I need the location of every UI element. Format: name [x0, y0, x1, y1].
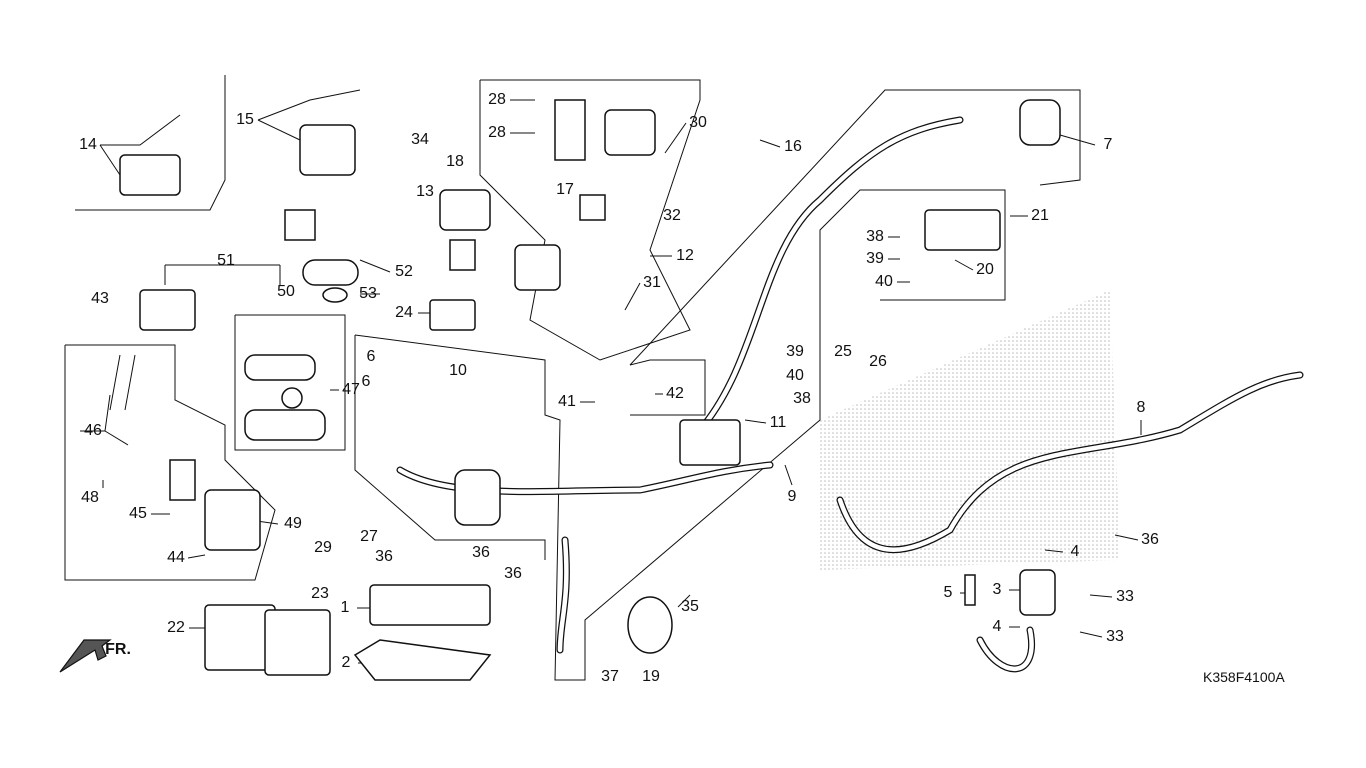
- callout-number: 11: [770, 414, 787, 431]
- callout-number: 51: [217, 252, 235, 269]
- callout-number: 18: [446, 153, 464, 170]
- callout-number: 6: [362, 373, 371, 390]
- callout-number: 16: [784, 138, 802, 155]
- callout-number: 7: [1104, 136, 1113, 153]
- callout-number: 22: [167, 619, 185, 636]
- callout-number: 33: [1106, 628, 1124, 645]
- callout-number: 26: [869, 353, 887, 370]
- callout-number: 41: [558, 393, 576, 410]
- callout-number: 25: [834, 343, 852, 360]
- callout-number: 36: [1141, 531, 1159, 548]
- callout-number: 49: [284, 515, 302, 532]
- callout-number: 47: [342, 381, 360, 398]
- callout-number: 44: [167, 549, 185, 566]
- callout-number: 43: [91, 290, 109, 307]
- callout-number: 4: [993, 618, 1002, 635]
- callout-number: 53: [359, 285, 377, 302]
- callout-number: 4: [1071, 543, 1080, 560]
- callout-number: 2: [342, 654, 351, 671]
- callout-number: 33: [1116, 588, 1134, 605]
- callout-number: 38: [866, 228, 884, 245]
- callout-number: 13: [416, 183, 434, 200]
- callout-number: 31: [643, 274, 661, 291]
- callout-number: 27: [360, 528, 378, 545]
- callout-number: 50: [277, 283, 295, 300]
- callout-number: 40: [786, 367, 804, 384]
- bracket-lines: [64, 75, 1081, 681]
- callout-number: 20: [976, 261, 994, 278]
- callout-number: 36: [472, 544, 490, 561]
- parts-drawings: [59, 99, 1304, 681]
- callout-number: 3: [993, 581, 1002, 598]
- diagram-code: K358F4100A: [1203, 669, 1285, 685]
- callout-number: 17: [556, 181, 574, 198]
- callout-number: 29: [314, 539, 332, 556]
- callout-number: 37: [601, 668, 619, 685]
- callout-number: 40: [875, 273, 893, 290]
- direction-label: FR.: [105, 641, 131, 658]
- callout-number: 36: [375, 548, 393, 565]
- callout-number: 35: [681, 598, 699, 615]
- leader-lines: [80, 89, 1142, 664]
- callout-number: 32: [663, 207, 681, 224]
- callout-number: 24: [395, 304, 413, 321]
- callout-number: 15: [236, 111, 254, 128]
- callout-number: 30: [689, 114, 707, 131]
- direction-arrow-icon: [59, 639, 112, 673]
- callout-number: 6: [367, 348, 376, 365]
- callout-number: 19: [642, 668, 660, 685]
- callout-number: 46: [84, 422, 102, 439]
- callout-number: 28: [488, 91, 506, 108]
- callout-number: 5: [944, 584, 953, 601]
- callout-number: 39: [866, 250, 884, 267]
- callout-number: 8: [1137, 399, 1146, 416]
- callout-number: 52: [395, 263, 413, 280]
- callout-number: 12: [676, 247, 694, 264]
- callout-number: 21: [1031, 207, 1049, 224]
- shaded-area: [820, 290, 1120, 570]
- callout-number: 39: [786, 343, 804, 360]
- callout-number: 23: [311, 585, 329, 602]
- callout-number: 28: [488, 124, 506, 141]
- callout-number: 42: [666, 385, 684, 402]
- callout-number: 45: [129, 505, 147, 522]
- callout-number: 14: [79, 136, 97, 153]
- callout-number: 36: [504, 565, 522, 582]
- callout-number: 1: [341, 599, 350, 616]
- callout-number: 10: [449, 362, 467, 379]
- callout-number: 38: [793, 390, 811, 407]
- callout-number: 48: [81, 489, 99, 506]
- callout-number: 9: [788, 488, 797, 505]
- callout-number: 34: [411, 131, 429, 148]
